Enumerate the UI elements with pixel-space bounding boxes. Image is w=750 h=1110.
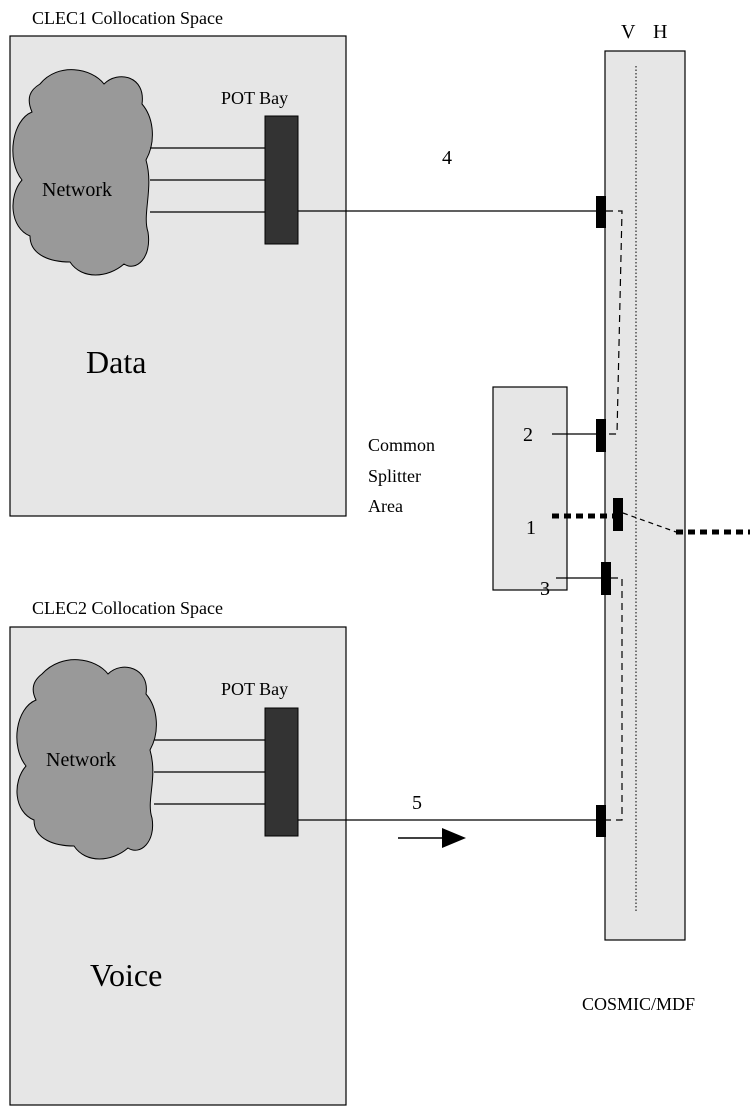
- clec2-title: CLEC2 Collocation Space: [32, 598, 223, 618]
- clec1-pot-bay: [264, 115, 299, 245]
- connection-3-label: 3: [540, 578, 550, 600]
- cosmic-mdf-frame: V H COSMIC/MDF: [582, 21, 695, 1014]
- connection-1-jumper: [622, 512, 677, 533]
- connection-1-label: 1: [526, 517, 536, 539]
- mdf-block-4: [596, 196, 606, 228]
- jumper-3-to-5: [606, 577, 623, 821]
- connection-4-label: 4: [442, 147, 452, 169]
- clec1-network-cloud: [12, 69, 153, 276]
- clec2-pot-bay-label: POT Bay: [221, 679, 288, 699]
- clec2-box: [9, 626, 347, 1106]
- clec1-title: CLEC1 Collocation Space: [32, 8, 223, 28]
- common-splitter-area: Common Splitter Area: [368, 386, 568, 591]
- clec2-pot-bay: [264, 707, 299, 837]
- mdf-block-1: [613, 498, 623, 531]
- clec1-collocation-space: CLEC1 Collocation Space Network POT Bay …: [9, 8, 347, 517]
- clec1-service-label: Data: [86, 344, 146, 380]
- connections: 4 2 1 3 5: [298, 147, 750, 848]
- mdf-v-label: V: [621, 21, 636, 43]
- splitter-label-line3: Area: [368, 496, 403, 516]
- clec2-network-cloud: [16, 659, 157, 860]
- clec2-service-label: Voice: [90, 957, 162, 993]
- mdf-h-label: H: [653, 21, 667, 43]
- jumper-4-to-2: [606, 210, 623, 435]
- splitter-box: [492, 386, 568, 591]
- connection-2-label: 2: [523, 424, 533, 446]
- clec1-pot-bay-label: POT Bay: [221, 88, 288, 108]
- mdf-block-2: [596, 419, 606, 452]
- mdf-block-3: [601, 562, 611, 595]
- splitter-label-line1: Common: [368, 435, 435, 455]
- direction-arrow-head: [442, 828, 466, 848]
- mdf-frame: [604, 50, 686, 941]
- clec1-network-label: Network: [42, 179, 112, 201]
- mdf-caption: COSMIC/MDF: [582, 994, 695, 1014]
- clec2-network-label: Network: [46, 749, 116, 771]
- clec2-collocation-space: CLEC2 Collocation Space Network POT Bay …: [9, 598, 347, 1106]
- splitter-label-line2: Splitter: [368, 466, 421, 486]
- mdf-block-5: [596, 805, 606, 837]
- connection-5-label: 5: [412, 792, 422, 814]
